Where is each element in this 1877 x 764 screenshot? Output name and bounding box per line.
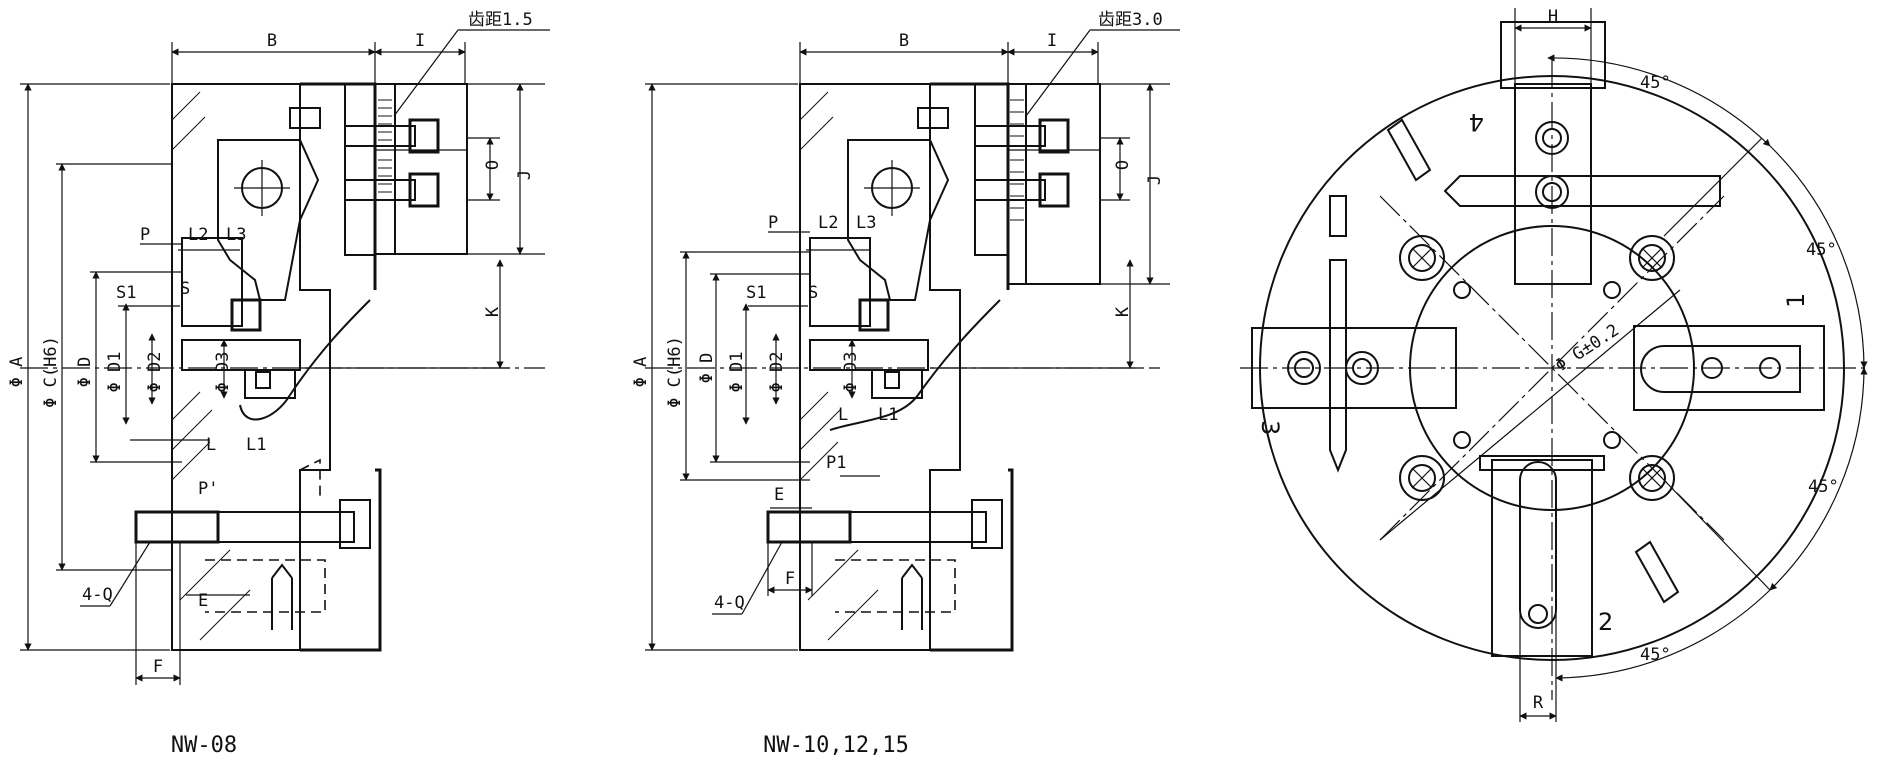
angle-label: 45° [1640,73,1671,93]
dim-s: S [180,279,190,299]
dim-b: B [899,31,909,51]
dim-i: I [415,31,425,51]
dim-f: F [153,657,163,677]
angle-label: 45° [1808,477,1839,497]
dim-k: K [1113,306,1133,317]
dim-l3: L3 [226,225,246,245]
caption-nw-08: NW-08 [171,733,237,758]
dim-f: F [785,569,795,589]
left-section-view [20,29,550,685]
dim-p: P [140,225,150,245]
dim-h: H [1548,7,1558,27]
dim-phi-c: Φ C(H6) [41,336,61,408]
dim-b: B [267,31,277,51]
dim-i: I [1047,31,1057,51]
dim-p-prime: P' [198,479,218,499]
dim-phi-d2: Φ D2 [145,352,165,393]
dim-l2: L2 [188,225,208,245]
angle-label: 45° [1640,645,1671,665]
dim-s1: S1 [116,283,136,303]
dim-k: K [483,306,503,317]
dim-p1: P1 [826,453,846,473]
dim-phi-d: Φ D [75,357,95,388]
dim-phi-a: Φ A [631,357,651,388]
dim-4q: 4-Q [714,593,745,613]
dim-e: E [198,591,208,611]
dim-p: P [768,213,778,233]
pitch-note: 齿距3.0 [1098,10,1163,30]
dim-phi-d3: Φ D3 [213,352,233,393]
caption-nw-10-12-15: NW-10,12,15 [763,733,909,758]
dim-o: O [483,160,503,170]
dim-phi-d1: Φ D1 [105,352,125,393]
dim-phi-d1: Φ D1 [727,352,747,393]
dim-j: J [1145,175,1165,185]
dim-phi-a: Φ A [7,357,27,388]
right-front-view [1240,8,1868,722]
angle-label: 45° [1806,240,1837,260]
dim-s: S [808,283,818,303]
middle-section-view [645,29,1180,652]
dim-o: O [1113,160,1133,170]
dim-l1: L1 [246,435,266,455]
dim-phi-d: Φ D [697,353,717,384]
pitch-note: 齿距1.5 [468,10,533,30]
dim-l2: L2 [818,213,838,233]
jaw-number-2: 2 [1598,608,1613,636]
dim-s1: S1 [746,283,766,303]
dim-e: E [774,485,784,505]
jaw-number-4: 4 [1469,108,1484,136]
dim-l: L [206,435,216,455]
dim-phi-c: Φ C(H6) [665,336,685,408]
dim-phi-d2: Φ D2 [767,352,787,393]
dim-l: L [838,405,848,425]
dim-j: J [515,170,535,180]
dim-l1: L1 [878,405,898,425]
jaw-number-1: 1 [1782,293,1810,308]
jaw-number-3: 3 [1256,420,1284,435]
dim-phi-d3: Φ D3 [841,352,861,393]
dim-4q: 4-Q [82,585,113,605]
dim-r: R [1533,693,1544,713]
dim-l3: L3 [856,213,876,233]
